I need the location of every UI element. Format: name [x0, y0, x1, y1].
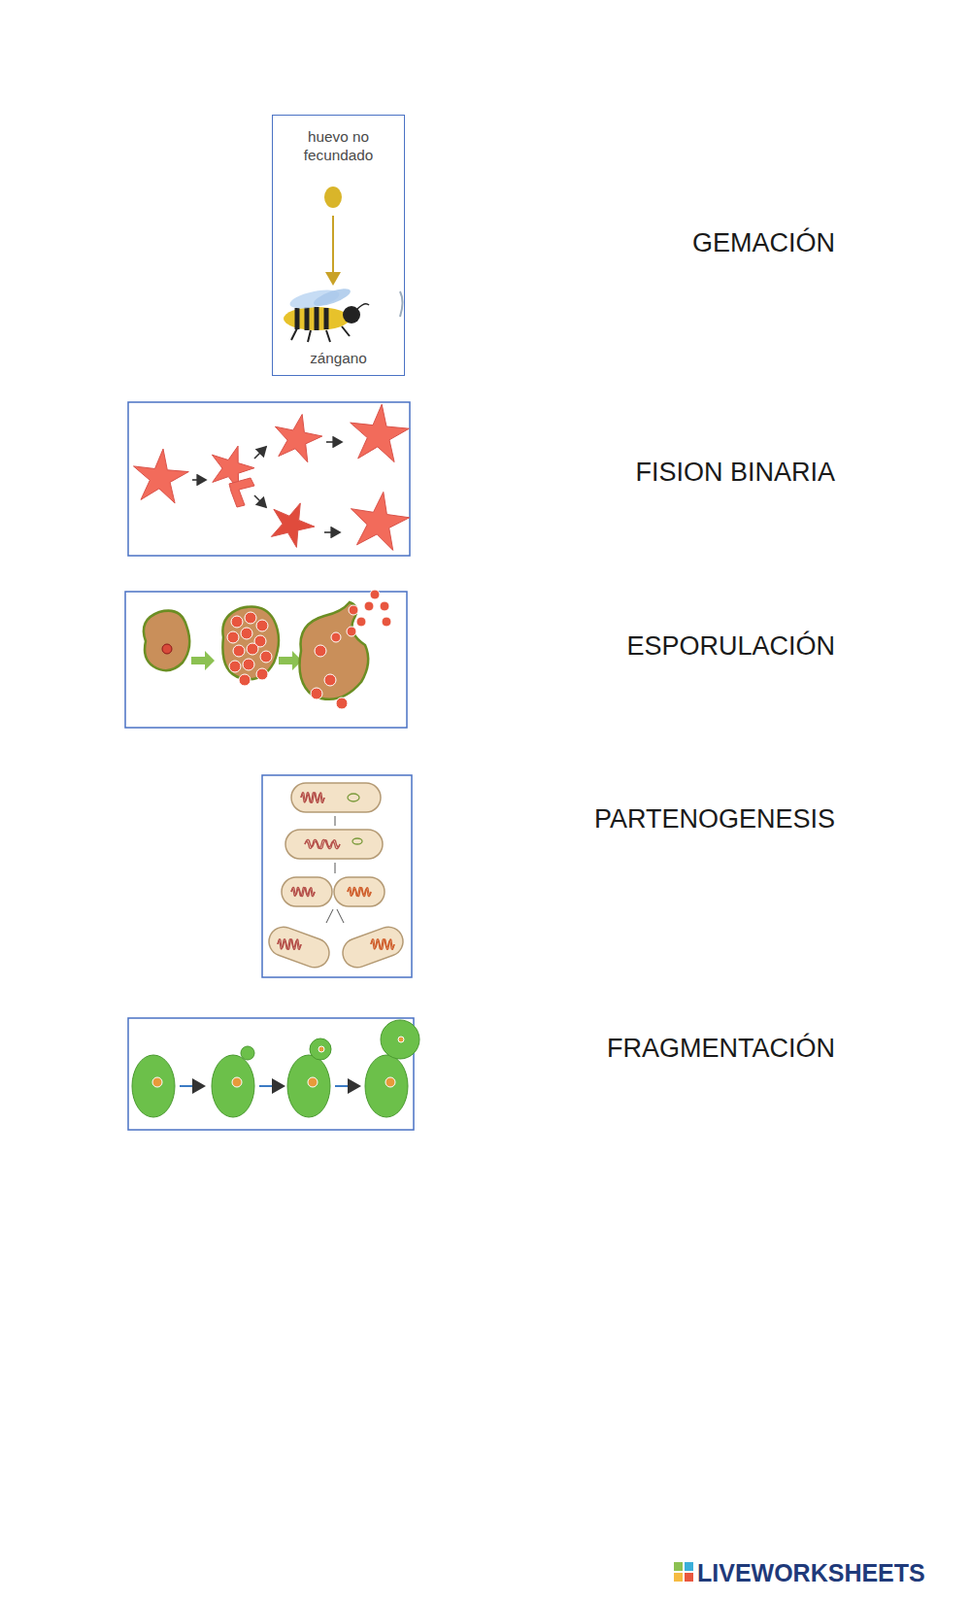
image-frame: [262, 774, 412, 977]
nucleus: [307, 1076, 318, 1087]
yeast-illustration: [132, 1019, 420, 1117]
spore: [256, 668, 268, 680]
spore: [229, 660, 241, 672]
spore: [238, 673, 251, 686]
starfish: [350, 403, 410, 462]
starfish: [133, 448, 190, 503]
bud: [380, 1019, 420, 1059]
arrows: [192, 441, 342, 533]
spore: [242, 658, 255, 670]
starfish: [350, 491, 409, 550]
spore: [233, 644, 245, 657]
image-caption: zángano: [272, 348, 404, 368]
method-name: ESPORULACIÓN: [626, 631, 836, 662]
spore: [260, 650, 272, 663]
bud: [309, 1037, 332, 1060]
spore: [381, 616, 392, 627]
watermark: LIVEWORKSHEETS: [697, 1558, 926, 1587]
image-frame: [128, 1017, 414, 1130]
dna-coil: [347, 886, 371, 896]
nucleus: [385, 1076, 396, 1087]
nucleus: [152, 1076, 163, 1087]
spore: [244, 611, 257, 624]
yeast-cell: [132, 1054, 175, 1117]
spore: [379, 601, 390, 611]
method-name: FRAGMENTACIÓN: [606, 1033, 836, 1064]
spore: [369, 589, 380, 600]
bud: [240, 1045, 255, 1060]
image-frame: [128, 401, 410, 556]
arrow: [259, 1084, 284, 1087]
image-caption: huevo no fecundado: [272, 127, 404, 165]
image-frame: [125, 591, 407, 728]
logo-icon: [673, 1561, 694, 1581]
sporulation-illustration: [143, 589, 392, 709]
dna-coil: [291, 886, 315, 896]
spore: [364, 601, 374, 611]
spore: [346, 626, 357, 637]
spore: [324, 673, 336, 686]
plasmid: [347, 793, 360, 802]
method-name: GEMACIÓN: [692, 228, 836, 259]
arrow: [179, 1084, 204, 1087]
nucleus: [232, 1076, 242, 1087]
dna-coil: [370, 938, 395, 950]
starfish-illustration: [133, 403, 410, 550]
arrows: [326, 815, 344, 923]
dna-coil: [301, 792, 325, 804]
spore: [231, 615, 243, 628]
spore: [314, 644, 327, 657]
spore: [335, 697, 348, 709]
dna-coil: [277, 938, 302, 950]
yeast-cell: [365, 1054, 408, 1117]
spore: [256, 619, 268, 632]
yeast-cell: [211, 1054, 255, 1117]
spore: [310, 687, 323, 700]
bee-illustration: [283, 186, 403, 342]
nucleus: [318, 1045, 325, 1052]
nucleus: [398, 1036, 404, 1042]
starfish: [270, 502, 315, 548]
image-frame: huevo no fecundado zángano: [271, 114, 405, 376]
spore: [348, 604, 359, 615]
spore: [240, 627, 253, 639]
dna-coil: [277, 792, 395, 950]
dna-coil: [304, 838, 340, 848]
spore: [246, 642, 259, 655]
bacteria-illustration: [265, 782, 407, 971]
yeast-cell: [287, 1054, 331, 1117]
spore: [227, 631, 239, 643]
starfish: [274, 414, 322, 463]
arrow: [334, 1084, 360, 1087]
starfish-fragment: [229, 477, 255, 507]
method-name: FISION BINARIA: [635, 457, 836, 488]
plasmid: [352, 837, 363, 844]
method-name: PARTENOGENESIS: [594, 803, 836, 835]
spore: [356, 616, 367, 627]
spore: [331, 632, 341, 642]
